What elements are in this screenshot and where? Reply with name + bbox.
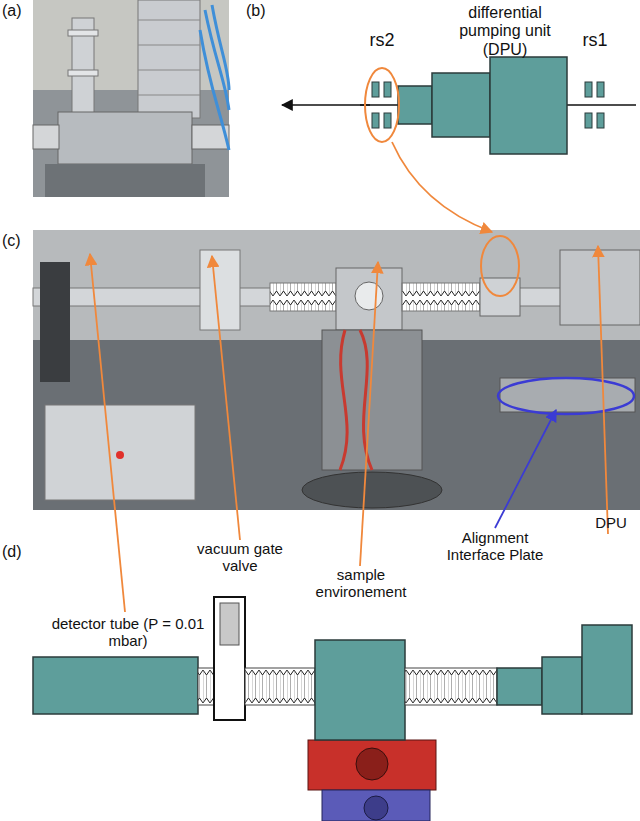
slit-blade	[384, 113, 391, 128]
label-text: (a)	[2, 2, 36, 20]
controller-box	[45, 405, 195, 500]
flange	[68, 70, 98, 76]
dpu-stage	[432, 73, 490, 137]
label-text: (b)	[246, 2, 280, 20]
label-text: sample environement	[305, 566, 417, 601]
pump-rib	[138, 45, 200, 46]
photo-background	[33, 0, 229, 197]
node-text: differential pumping unit (DPU)	[446, 4, 564, 59]
schematic-b	[282, 57, 636, 154]
slit-blade	[372, 82, 379, 97]
bellows	[270, 283, 336, 311]
detector-tube	[33, 657, 198, 714]
node-text: rs2	[355, 30, 409, 51]
bellows	[198, 668, 214, 705]
slit-blade	[372, 113, 379, 128]
label-text: detector tube (P = 0.01 mbar)	[48, 615, 208, 650]
pump-rib	[138, 20, 200, 21]
beam-pipe	[33, 125, 59, 149]
bellows	[405, 668, 497, 705]
table-base	[302, 472, 442, 508]
part-label: sample environement	[305, 566, 417, 601]
panel-label: (b)	[246, 2, 280, 20]
flange	[68, 30, 98, 36]
translation-stage	[322, 790, 430, 821]
label-text: (d)	[2, 543, 36, 561]
label-text: Alignment Interface Plate	[440, 529, 550, 564]
sample-environment	[315, 640, 405, 740]
slit-blade	[597, 113, 604, 128]
dpu-stage	[582, 625, 632, 714]
leader-arrow	[392, 142, 492, 232]
rotation-stage	[308, 740, 436, 790]
bellows	[402, 283, 480, 311]
photo-wall	[33, 230, 640, 340]
leader-arrow	[212, 256, 240, 540]
leader-arrow	[90, 254, 125, 612]
stage-knob	[356, 748, 388, 780]
valve-actuator	[220, 603, 239, 645]
stage-knob	[364, 796, 388, 820]
panel-label: (d)	[2, 543, 36, 561]
highlight-ellipse	[498, 378, 634, 414]
highlight-ellipse	[365, 68, 399, 142]
photo-a	[33, 0, 229, 197]
support-base	[45, 164, 205, 197]
gate-valve	[200, 250, 240, 330]
part-label: DPU	[586, 514, 636, 531]
slit-blade	[597, 82, 604, 97]
detector-support	[40, 262, 70, 382]
photo-c	[33, 230, 640, 510]
dpu-node: differential pumping unit (DPU)	[446, 4, 564, 59]
label-text: DPU	[586, 514, 636, 531]
leader-arrow	[495, 410, 556, 528]
dpu-stage	[398, 86, 432, 124]
air-cables	[200, 5, 229, 150]
node-text: rs1	[570, 30, 620, 51]
label-text: (c)	[2, 232, 36, 250]
panel-label: (a)	[2, 2, 36, 20]
dpu-stage	[490, 57, 567, 154]
dpu-stage	[542, 657, 582, 714]
slit-blade	[585, 113, 592, 128]
slit-blade	[384, 82, 391, 97]
slit-node: rs2	[355, 30, 409, 51]
part-label: vacuum gate valve	[192, 540, 288, 575]
part-label: Alignment Interface Plate	[440, 529, 550, 564]
pump-rib	[138, 95, 200, 96]
leader-arrow	[360, 262, 378, 566]
chamber-window	[355, 282, 383, 310]
schematic-d	[33, 597, 632, 821]
pump-rib	[138, 70, 200, 71]
dpu-stage	[497, 668, 542, 705]
status-light	[116, 451, 124, 459]
panel-label: (c)	[2, 232, 36, 250]
label-text: vacuum gate valve	[192, 540, 288, 575]
pump-cylinder	[138, 0, 200, 118]
sample-chamber	[336, 268, 402, 330]
bellows	[245, 668, 315, 705]
highlight-ellipse	[481, 236, 519, 296]
gate-valve	[214, 597, 245, 720]
part-label: detector tube (P = 0.01 mbar)	[48, 615, 208, 650]
dpu-body	[58, 112, 192, 164]
slit-node: rs1	[570, 30, 620, 51]
leader-arrow	[598, 246, 608, 534]
slit-blade	[585, 82, 592, 97]
photo-background	[33, 230, 640, 510]
